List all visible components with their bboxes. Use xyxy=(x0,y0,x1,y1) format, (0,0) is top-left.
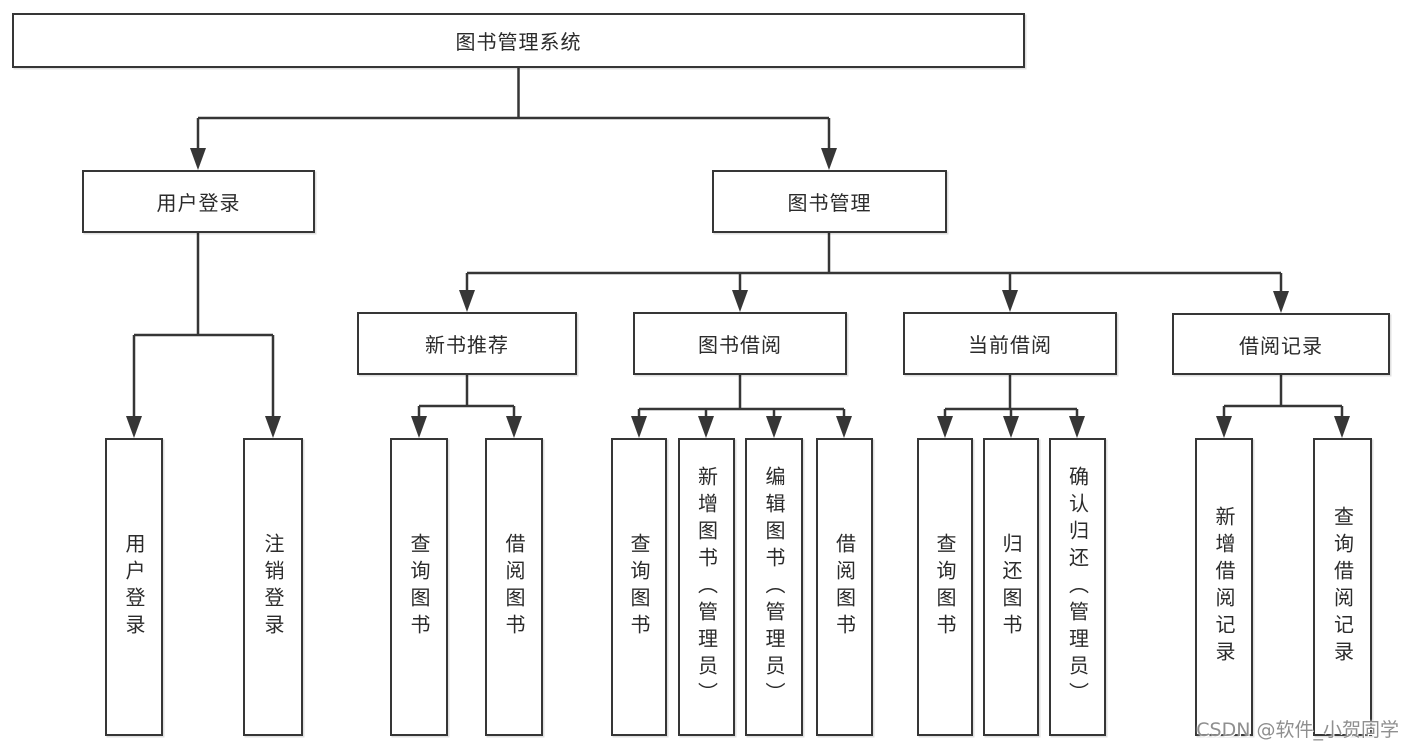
leaf-add-book-admin: 新增图书（管理员） xyxy=(678,438,735,736)
arrowhead xyxy=(411,416,427,438)
arrowhead xyxy=(698,416,714,438)
arrowhead xyxy=(1002,290,1018,312)
node-label: 新增图书（管理员） xyxy=(694,465,719,709)
leaf-query-borrow-record: 查询借阅记录 xyxy=(1313,438,1372,736)
node-label: 编辑图书（管理员） xyxy=(762,465,786,709)
leaf-borrow-books: 借阅图书 xyxy=(816,438,873,736)
leaf-query-books-recommend: 查询图书 xyxy=(390,438,448,736)
node-new-book-recommend: 新书推荐 xyxy=(357,312,577,375)
leaf-return-book: 归还图书 xyxy=(983,438,1039,736)
arrowhead xyxy=(766,416,782,438)
node-user-login: 用户登录 xyxy=(82,170,315,233)
node-current-borrow: 当前借阅 xyxy=(903,312,1117,375)
arrowhead xyxy=(1334,416,1350,438)
node-label: 当前借阅 xyxy=(968,333,1052,357)
node-label: 用户登录 xyxy=(122,533,146,641)
node-library-management-system: 图书管理系统 xyxy=(12,13,1025,68)
arrowhead xyxy=(836,416,852,438)
node-label: 用户登录 xyxy=(156,191,241,215)
leaf-confirm-return-admin: 确认归还（管理员） xyxy=(1049,438,1106,736)
node-label: 查询图书 xyxy=(933,533,957,641)
arrowhead xyxy=(190,148,206,170)
leaf-edit-book-admin: 编辑图书（管理员） xyxy=(745,438,803,736)
node-label: 新增借阅记录 xyxy=(1212,506,1236,668)
arrowhead xyxy=(1216,416,1232,438)
node-book-management: 图书管理 xyxy=(712,170,947,233)
arrowhead xyxy=(459,290,475,312)
arrowhead xyxy=(631,416,647,438)
arrowhead xyxy=(126,416,142,438)
node-label: 图书管理系统 xyxy=(455,30,582,54)
arrowhead xyxy=(732,290,748,312)
node-label: 归还图书 xyxy=(999,533,1023,641)
node-label: 借阅记录 xyxy=(1239,333,1323,358)
arrowheads xyxy=(126,148,1350,438)
node-label: 确认归还（管理员） xyxy=(1065,465,1090,709)
csdn-watermark: CSDN @软件_小贺同学 xyxy=(1196,719,1399,741)
leaf-query-books-borrow: 查询图书 xyxy=(611,438,667,736)
leaf-borrow-books-recommend: 借阅图书 xyxy=(485,438,543,736)
leaf-query-books-current: 查询图书 xyxy=(917,438,973,736)
connector-lines xyxy=(132,68,1344,434)
node-label: 图书管理 xyxy=(787,191,872,215)
node-label: 新书推荐 xyxy=(425,333,509,357)
leaf-user-login: 用户登录 xyxy=(105,438,163,736)
arrowhead xyxy=(1069,416,1085,438)
node-label: 图书借阅 xyxy=(698,333,782,357)
arrowhead xyxy=(506,416,522,438)
node-label: 注销登录 xyxy=(261,533,285,641)
node-book-borrow: 图书借阅 xyxy=(633,312,847,375)
node-label: 查询借阅记录 xyxy=(1330,506,1355,668)
node-label: 借阅图书 xyxy=(502,533,526,641)
leaf-logout-login: 注销登录 xyxy=(243,438,303,736)
arrowhead xyxy=(265,416,281,438)
arrowhead xyxy=(1273,291,1289,313)
node-label: 借阅图书 xyxy=(832,533,857,641)
node-label: 查询图书 xyxy=(407,533,431,641)
node-borrow-records: 借阅记录 xyxy=(1172,313,1390,375)
node-label: 查询图书 xyxy=(627,533,651,641)
arrowhead xyxy=(937,416,953,438)
arrowhead xyxy=(821,148,837,170)
arrowhead xyxy=(1003,416,1019,438)
leaf-add-borrow-record: 新增借阅记录 xyxy=(1195,438,1253,736)
